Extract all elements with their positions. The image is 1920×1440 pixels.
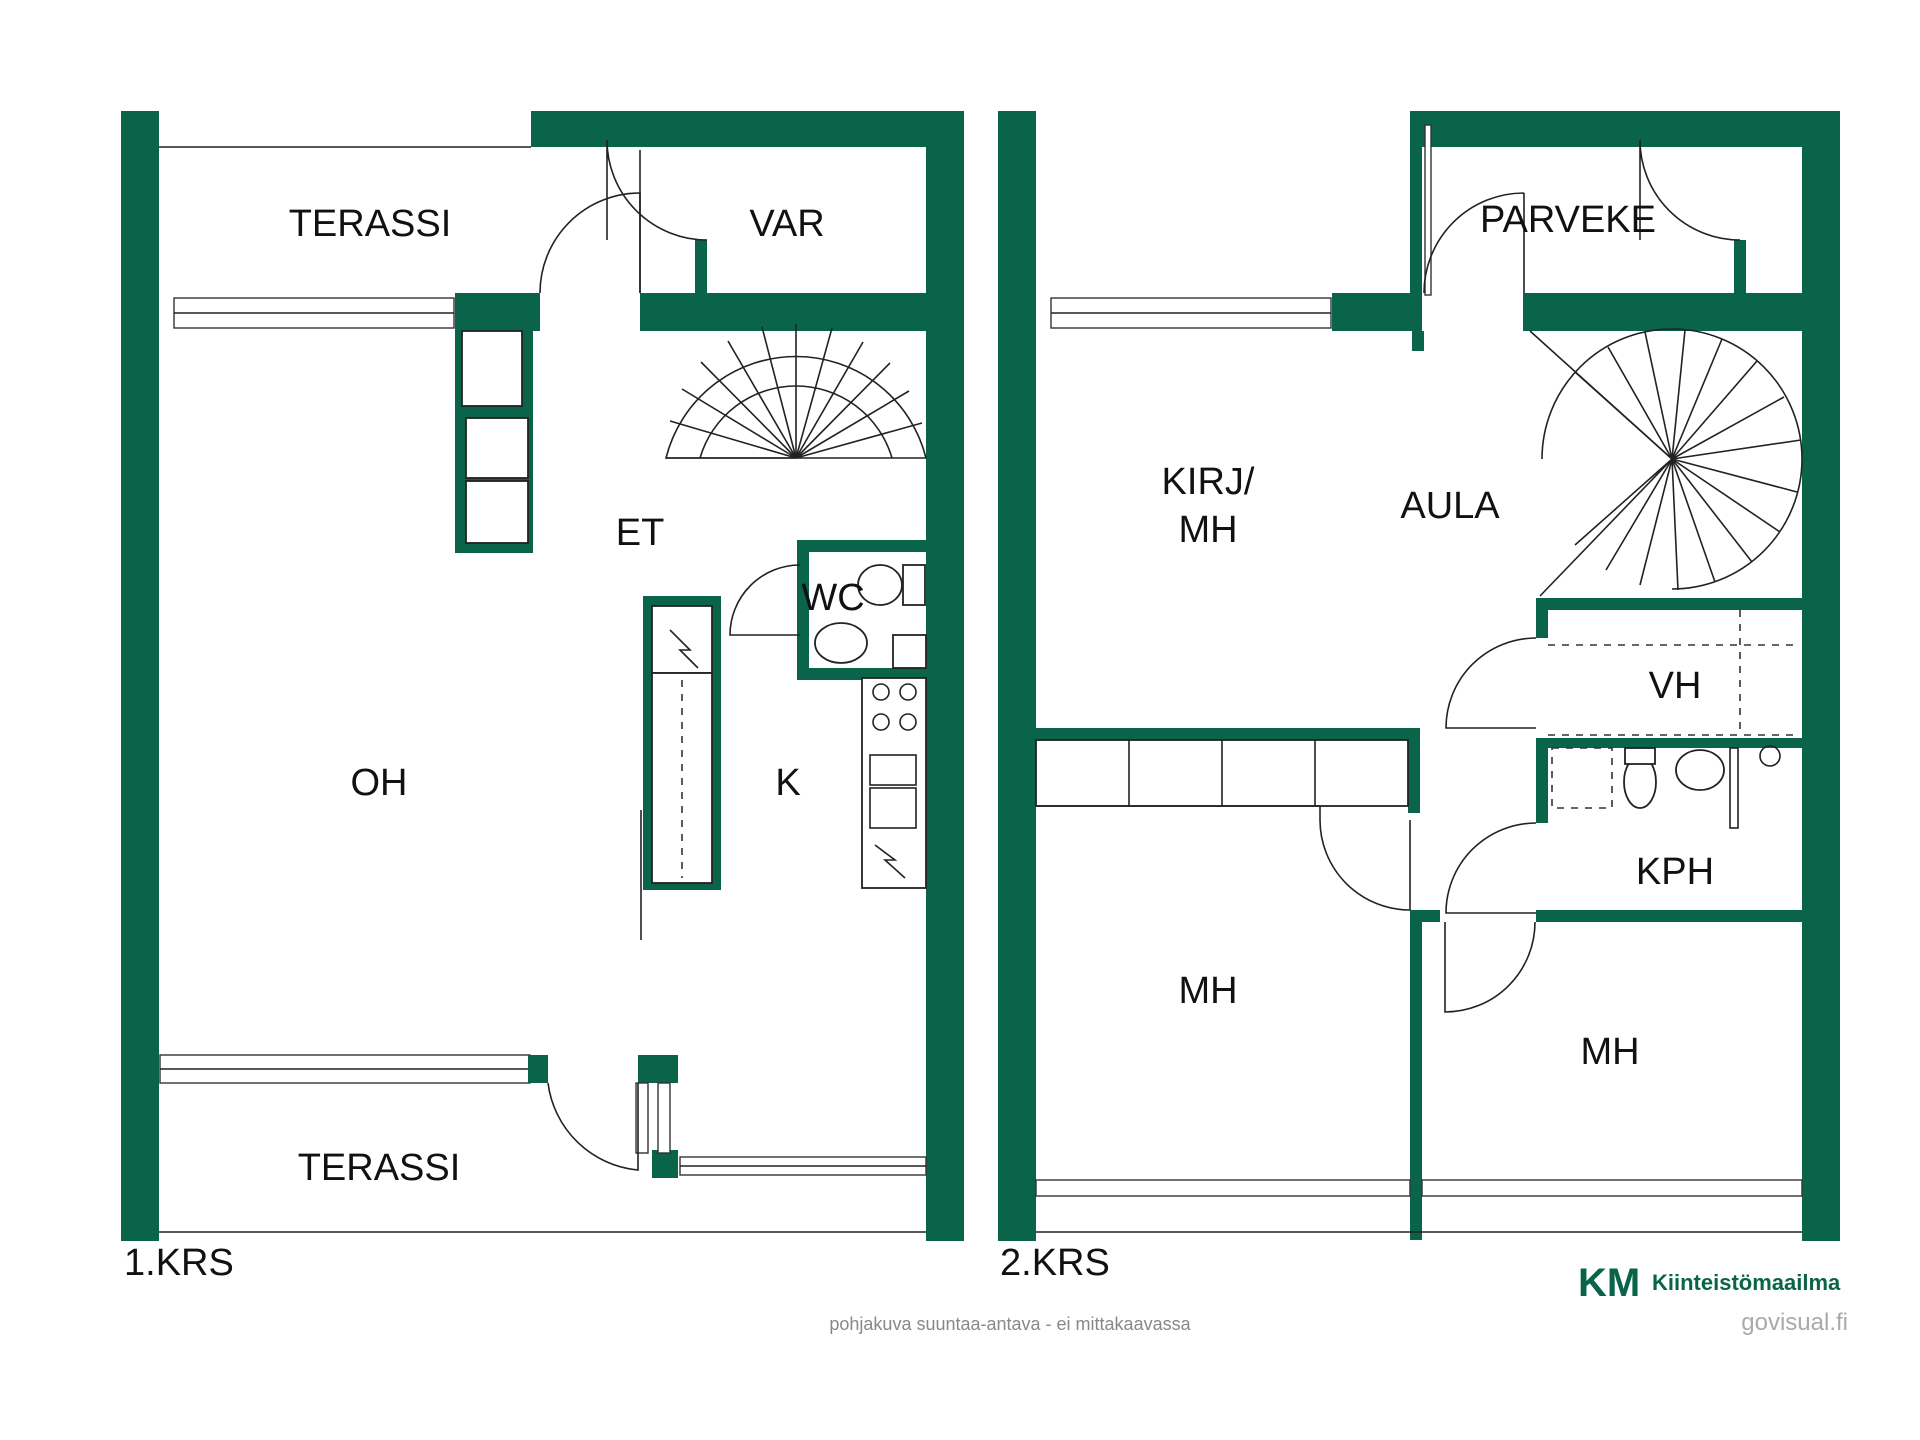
wall-kph-left	[1536, 738, 1548, 823]
wall-balcony-left	[1410, 111, 1422, 296]
wall-balcony-bottom-right	[1523, 293, 1823, 331]
wall-top-var	[531, 111, 964, 147]
wall-wc-bottom	[797, 668, 927, 680]
door-entry-1	[539, 192, 641, 294]
shower-icon	[1759, 745, 1781, 767]
floor-label-first: 1.KRS	[124, 1242, 234, 1284]
label-terassi-bottom: TERASSI	[298, 1147, 461, 1189]
label-kph: KPH	[1636, 851, 1714, 893]
label-var: VAR	[749, 203, 824, 245]
wall-left-1	[121, 111, 159, 1241]
label-terassi-top: TERASSI	[289, 203, 452, 245]
first-floor-plan	[121, 111, 964, 1241]
wall-wc-top	[797, 540, 927, 552]
room-labels-first: TERASSI VAR ET WC OH K TERASSI	[289, 203, 865, 1189]
door-var	[606, 139, 708, 241]
wall-top-balcony	[1410, 111, 1840, 147]
label-kirj-line2: MH	[1178, 509, 1237, 551]
label-vh: VH	[1649, 665, 1702, 707]
wall-terrace-top-mid	[455, 293, 540, 331]
wall-bedroom-divider	[1410, 910, 1422, 1240]
wall-right-2	[1802, 111, 1840, 1241]
second-floor-plan	[998, 111, 1840, 1241]
stairs-1	[664, 355, 928, 459]
sink-wc	[814, 622, 868, 664]
door-wc	[729, 564, 801, 636]
door-mh-left	[1319, 819, 1411, 911]
door-vh	[1445, 637, 1537, 729]
wall-balcony-bottom-left	[1332, 293, 1422, 331]
label-kirj-line1: KIRJ/	[1162, 461, 1255, 503]
label-wc: WC	[801, 577, 864, 619]
brand-name: Kiinteistömaailma	[1652, 1270, 1841, 1295]
stairs-2	[1529, 328, 1803, 597]
fridge-bolt-1	[669, 629, 699, 669]
scale-disclaimer: pohjakuva suuntaa-antava - ei mittakaava…	[829, 1314, 1191, 1334]
wall-right-1	[926, 111, 964, 1241]
door-balcony	[1423, 192, 1525, 294]
wall-kph-bottom	[1536, 910, 1804, 922]
label-oh: OH	[351, 762, 408, 804]
label-parveke: PARVEKE	[1480, 199, 1656, 241]
wall-vh-left	[1536, 598, 1548, 638]
label-mh-right: MH	[1580, 1031, 1639, 1073]
wall-lower-mid-1	[528, 1055, 548, 1083]
window-lower-right-2	[1421, 1179, 1803, 1197]
sink-kph	[1675, 749, 1725, 791]
room-labels-second: PARVEKE KIRJ/ MH AULA VH KPH MH MH	[1162, 199, 1715, 1073]
label-et: ET	[616, 512, 665, 554]
toilet-1	[857, 564, 903, 606]
wall-kph-top	[1536, 738, 1804, 748]
brand-logo: KM Kiinteistömaailma	[1578, 1261, 1841, 1305]
wardrobe-frame	[1036, 728, 1420, 740]
window-lower-left-2	[1035, 1179, 1411, 1197]
door-terrace-bottom	[547, 1082, 639, 1171]
brand-logo-mark: KM	[1578, 1261, 1640, 1305]
credit-govisual: govisual.fi	[1741, 1309, 1848, 1336]
wall-var-left	[695, 240, 707, 300]
label-k: K	[775, 762, 800, 804]
label-mh-left: MH	[1178, 970, 1237, 1012]
door-kph	[1445, 822, 1537, 914]
wall-wc-left	[797, 540, 809, 680]
wall-left-2	[998, 111, 1036, 1241]
floor-label-second: 2.KRS	[1000, 1242, 1110, 1284]
door-mh-right	[1444, 921, 1536, 1013]
wall-vh-top	[1536, 598, 1804, 610]
door-balcony-right	[1639, 139, 1741, 241]
wall-var-bottom	[640, 293, 930, 331]
label-aula: AULA	[1400, 485, 1500, 527]
washer-dryer	[1551, 747, 1613, 809]
wall-lower-door-jamb	[638, 1055, 678, 1083]
wall-terrace-top-left	[121, 293, 159, 333]
wall-lower-right-1	[652, 1150, 678, 1178]
